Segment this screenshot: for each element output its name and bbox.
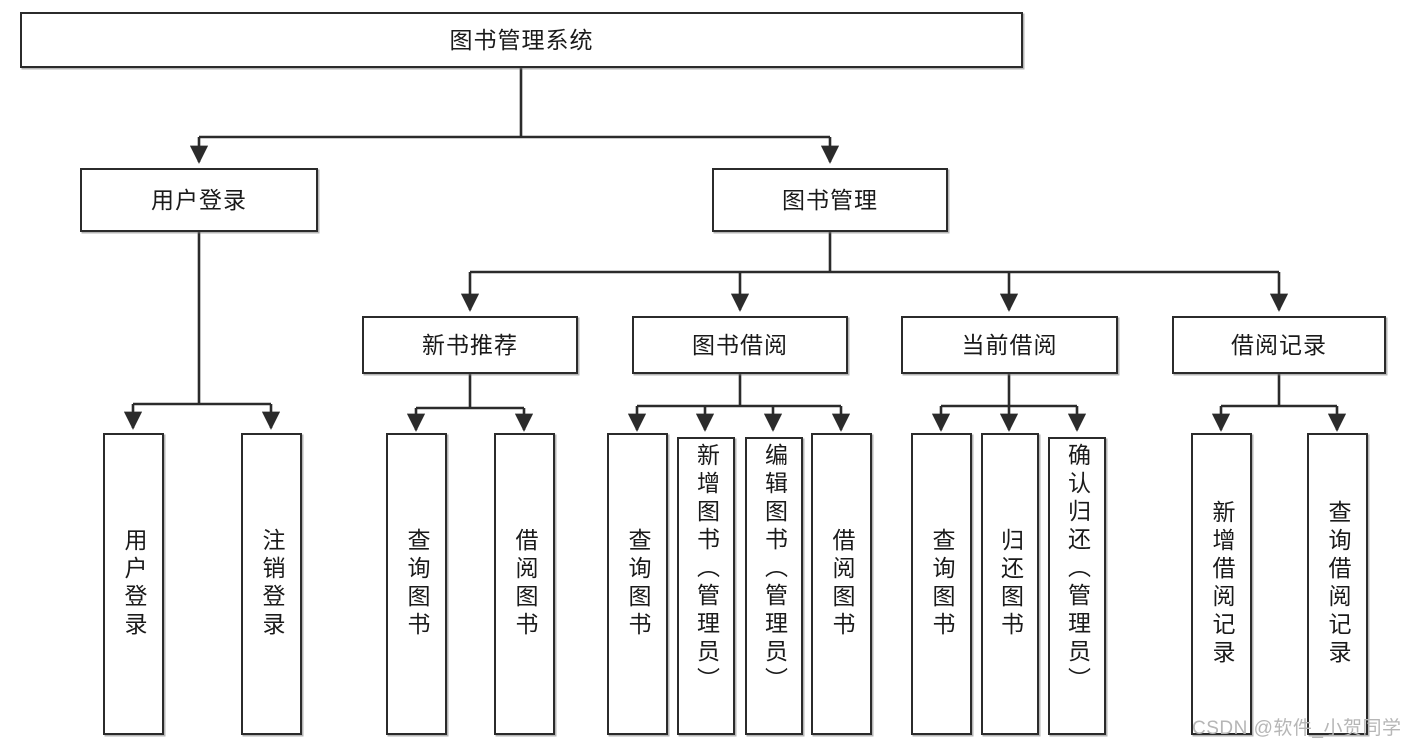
node-label: 图书借阅	[692, 331, 788, 358]
node-label: 查询图书	[625, 528, 651, 640]
node-label: 查询借阅记录	[1325, 500, 1351, 668]
node-label: 用户登录	[151, 186, 247, 213]
node-label: 查询图书	[404, 528, 430, 640]
node-label: 图书管理系统	[449, 26, 594, 53]
leaf-current-query-book[interactable]: 查询图书	[911, 433, 972, 735]
node-label: 用户登录	[121, 528, 147, 640]
node-label: 查询图书	[929, 528, 955, 640]
node-label: 借阅记录	[1231, 331, 1327, 358]
node-label: 新增图书（管理员）	[693, 443, 720, 695]
leaf-current-return-book[interactable]: 归还图书	[981, 433, 1039, 735]
node-label: 图书管理	[782, 186, 878, 213]
node-label: 编辑图书（管理员）	[761, 443, 788, 695]
leaf-borrow-edit-book-admin[interactable]: 编辑图书（管理员）	[745, 437, 803, 735]
node-label: 归还图书	[997, 528, 1024, 640]
leaf-user-logout[interactable]: 注销登录	[241, 433, 302, 735]
node-label: 新增借阅记录	[1209, 500, 1235, 668]
node-label: 当前借阅	[961, 331, 1058, 358]
node-book-borrow[interactable]: 图书借阅	[632, 316, 848, 374]
watermark: CSDN @软件_小贺同学	[1192, 718, 1402, 739]
node-new-book-recommend[interactable]: 新书推荐	[362, 316, 578, 374]
leaf-borrow-add-book-admin[interactable]: 新增图书（管理员）	[677, 437, 735, 735]
node-current-borrow[interactable]: 当前借阅	[901, 316, 1118, 374]
leaf-record-query-record[interactable]: 查询借阅记录	[1307, 433, 1368, 735]
node-label: 注销登录	[259, 528, 285, 640]
node-root-system[interactable]: 图书管理系统	[20, 12, 1023, 68]
leaf-record-add-record[interactable]: 新增借阅记录	[1191, 433, 1252, 735]
node-book-management[interactable]: 图书管理	[712, 168, 948, 232]
leaf-borrow-query-book[interactable]: 查询图书	[607, 433, 668, 735]
leaf-recommend-borrow-book[interactable]: 借阅图书	[494, 433, 555, 735]
node-label: 借阅图书	[512, 528, 538, 640]
node-label: 新书推荐	[422, 331, 518, 358]
leaf-current-confirm-return-admin[interactable]: 确认归还（管理员）	[1048, 437, 1106, 735]
node-borrow-record[interactable]: 借阅记录	[1172, 316, 1386, 374]
node-user-login[interactable]: 用户登录	[80, 168, 318, 232]
node-label: 确认归还（管理员）	[1064, 443, 1091, 695]
leaf-borrow-borrow-book[interactable]: 借阅图书	[811, 433, 872, 735]
leaf-recommend-query-book[interactable]: 查询图书	[386, 433, 447, 735]
node-label: 借阅图书	[829, 528, 855, 640]
leaf-user-login[interactable]: 用户登录	[103, 433, 164, 735]
